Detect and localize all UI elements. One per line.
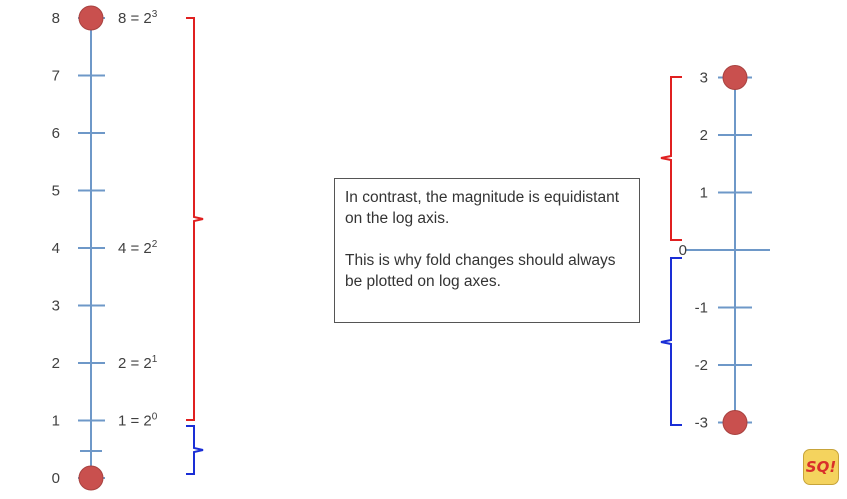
linear-endpoint-dot: [78, 465, 104, 491]
log-tick-label: -2: [695, 357, 708, 374]
linear-tick-label: 7: [52, 68, 60, 85]
log-tick-label: 1: [700, 185, 708, 202]
note-line-equidistant: In contrast, the magnitude is equidistan…: [345, 189, 619, 227]
linear-tick-label: 6: [52, 125, 60, 142]
log-down-brace: [660, 257, 682, 426]
linear-endpoint-dot: [78, 5, 104, 31]
linear-tick-label: 4: [52, 240, 60, 257]
linear-tick-label: 2: [52, 355, 60, 372]
linear-tick-label: 0: [52, 470, 60, 487]
log-tick-label: -3: [695, 415, 708, 432]
linear-axis-annotations: [186, 17, 204, 475]
log-tick-label: -1: [695, 300, 708, 317]
linear-tick-label: 8: [52, 10, 60, 27]
linear-tick-label: 1: [52, 413, 60, 430]
linear-down-brace: [186, 425, 204, 475]
log-tick-label: 0: [679, 242, 687, 259]
linear-up-brace: [186, 17, 204, 421]
linear-tick-label: 3: [52, 298, 60, 315]
log-endpoint-dot: [722, 410, 748, 435]
power-of-two-label: 2 = 21: [118, 354, 158, 372]
log-tick-label: 2: [700, 127, 708, 144]
log-tick-label: 3: [700, 70, 708, 87]
note-line-log-axes: This is why fold changes should always b…: [345, 252, 616, 290]
log-endpoint-dot: [722, 65, 748, 90]
linear-tick-label: 5: [52, 183, 60, 200]
log-up-brace: [660, 76, 682, 241]
power-of-two-label: 8 = 23: [118, 9, 158, 27]
power-of-two-label: 1 = 20: [118, 412, 158, 430]
explanation-note: In contrast, the magnitude is equidistan…: [334, 178, 640, 323]
channel-logo: SQ!: [803, 449, 839, 485]
linear-axis: 0 1 2 3 4 5 6 7 8 8 = 23 4 = 22 2 = 21 1 = 20: [52, 5, 158, 491]
power-of-two-label: 4 = 22: [118, 239, 158, 257]
log-axis: -3 -2 -1 0 1 2 3: [660, 65, 770, 435]
logo-text: SQ!: [805, 458, 837, 476]
